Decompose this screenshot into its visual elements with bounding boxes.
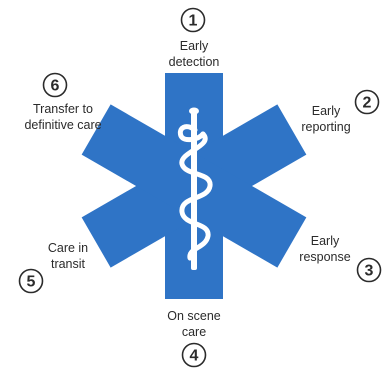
step-2: Early reporting 2 bbox=[301, 89, 380, 134]
step-number: 5 bbox=[27, 274, 36, 291]
step-number: 2 bbox=[363, 95, 372, 112]
step-label-line1: Early bbox=[180, 39, 209, 53]
step-number: 4 bbox=[190, 348, 199, 365]
step-label-line2: response bbox=[299, 250, 350, 264]
step-label-line2: reporting bbox=[301, 120, 350, 134]
step-6: 6 Transfer to definitive care bbox=[24, 72, 102, 132]
step-label-line2: care bbox=[182, 325, 206, 339]
step-label-line1: Early bbox=[311, 234, 340, 248]
rod-of-asclepius-icon bbox=[177, 107, 213, 270]
step-label-line2: detection bbox=[169, 55, 220, 69]
step-number: 1 bbox=[189, 13, 198, 30]
step-4: On scene care 4 bbox=[167, 309, 221, 368]
step-number: 3 bbox=[365, 263, 374, 280]
step-1: 1 Early detection bbox=[169, 7, 220, 69]
step-number-circle bbox=[356, 257, 382, 283]
step-number-circle bbox=[18, 268, 44, 294]
step-3: Early response 3 bbox=[299, 234, 382, 283]
serpent-head bbox=[177, 124, 206, 143]
step-number-circle bbox=[180, 7, 206, 33]
serpent-body bbox=[179, 131, 213, 261]
step-number-circle bbox=[181, 342, 207, 368]
step-number: 6 bbox=[51, 78, 60, 95]
step-label-line1: Early bbox=[312, 104, 341, 118]
step-label-line1: On scene bbox=[167, 309, 221, 323]
step-number-circle bbox=[354, 89, 380, 115]
rod-knob bbox=[189, 107, 199, 115]
step-label-line1: Care in bbox=[48, 241, 88, 255]
step-label-line1: Transfer to bbox=[33, 102, 93, 116]
step-label-line2: definitive care bbox=[24, 118, 101, 132]
step-number-circle bbox=[42, 72, 68, 98]
step-5: Care in transit 5 bbox=[18, 241, 88, 294]
step-label-line2: transit bbox=[51, 257, 86, 271]
